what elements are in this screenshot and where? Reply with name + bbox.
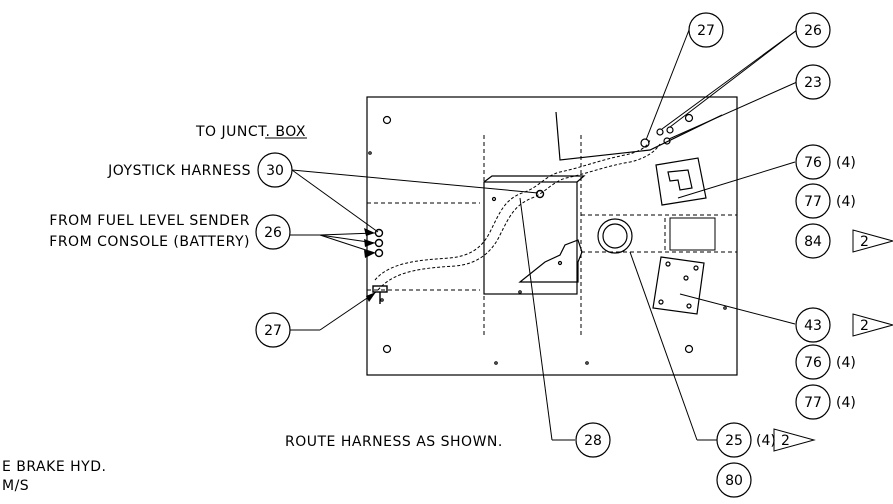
balloon-77-b: 77 bbox=[804, 395, 822, 411]
flag-43: 2 bbox=[860, 318, 869, 334]
right-plate-upper bbox=[655, 157, 707, 206]
balloon-84: 84 bbox=[804, 234, 822, 250]
leader-arrowheads bbox=[364, 228, 376, 302]
balloon-26-left: 26 bbox=[264, 225, 282, 241]
right-plate-lower bbox=[652, 256, 705, 315]
qty-76-a: (4) bbox=[836, 155, 856, 171]
qty-77-b: (4) bbox=[836, 395, 856, 411]
balloon-76-a: 76 bbox=[804, 155, 822, 171]
revision-flags bbox=[773, 229, 893, 452]
console-battery-label: FROM CONSOLE (BATTERY) bbox=[49, 234, 250, 250]
balloon-26-top: 26 bbox=[804, 23, 822, 39]
brake-hyd-note: E BRAKE HYD. bbox=[2, 459, 106, 475]
balloon-23: 23 bbox=[804, 75, 822, 91]
balloon-77-a: 77 bbox=[804, 194, 822, 210]
balloon-27-top: 27 bbox=[697, 23, 715, 39]
balloon-circles bbox=[255, 12, 831, 498]
joystick-harness-label: JOYSTICK HARNESS bbox=[107, 163, 251, 179]
to-junct-box-label: TO JUNCT. BOX bbox=[195, 124, 306, 140]
ms-note: M/S bbox=[2, 478, 29, 494]
flag-25: 2 bbox=[781, 433, 790, 449]
channel-box bbox=[669, 217, 716, 251]
balloon-27-left: 27 bbox=[264, 323, 282, 339]
frame-members bbox=[367, 135, 737, 335]
round-port bbox=[597, 218, 633, 254]
center-box bbox=[483, 175, 586, 295]
flag-84: 2 bbox=[860, 234, 869, 250]
balloon-80: 80 bbox=[725, 473, 743, 489]
leader-lines bbox=[265, 29, 798, 441]
balloon-43: 43 bbox=[804, 318, 822, 334]
base-plate bbox=[366, 96, 738, 376]
fuel-sender-label: FROM FUEL LEVEL SENDER bbox=[49, 213, 250, 229]
balloon-25: 25 bbox=[725, 433, 743, 449]
balloon-30: 30 bbox=[266, 163, 284, 179]
qty-25: (4) bbox=[756, 433, 776, 449]
qty-77-a: (4) bbox=[836, 194, 856, 210]
left-connectors bbox=[372, 189, 545, 304]
balloon-76-b: 76 bbox=[804, 355, 822, 371]
qty-76-b: (4) bbox=[836, 355, 856, 371]
route-harness-note: ROUTE HARNESS AS SHOWN. bbox=[285, 434, 503, 450]
balloon-28: 28 bbox=[584, 433, 602, 449]
